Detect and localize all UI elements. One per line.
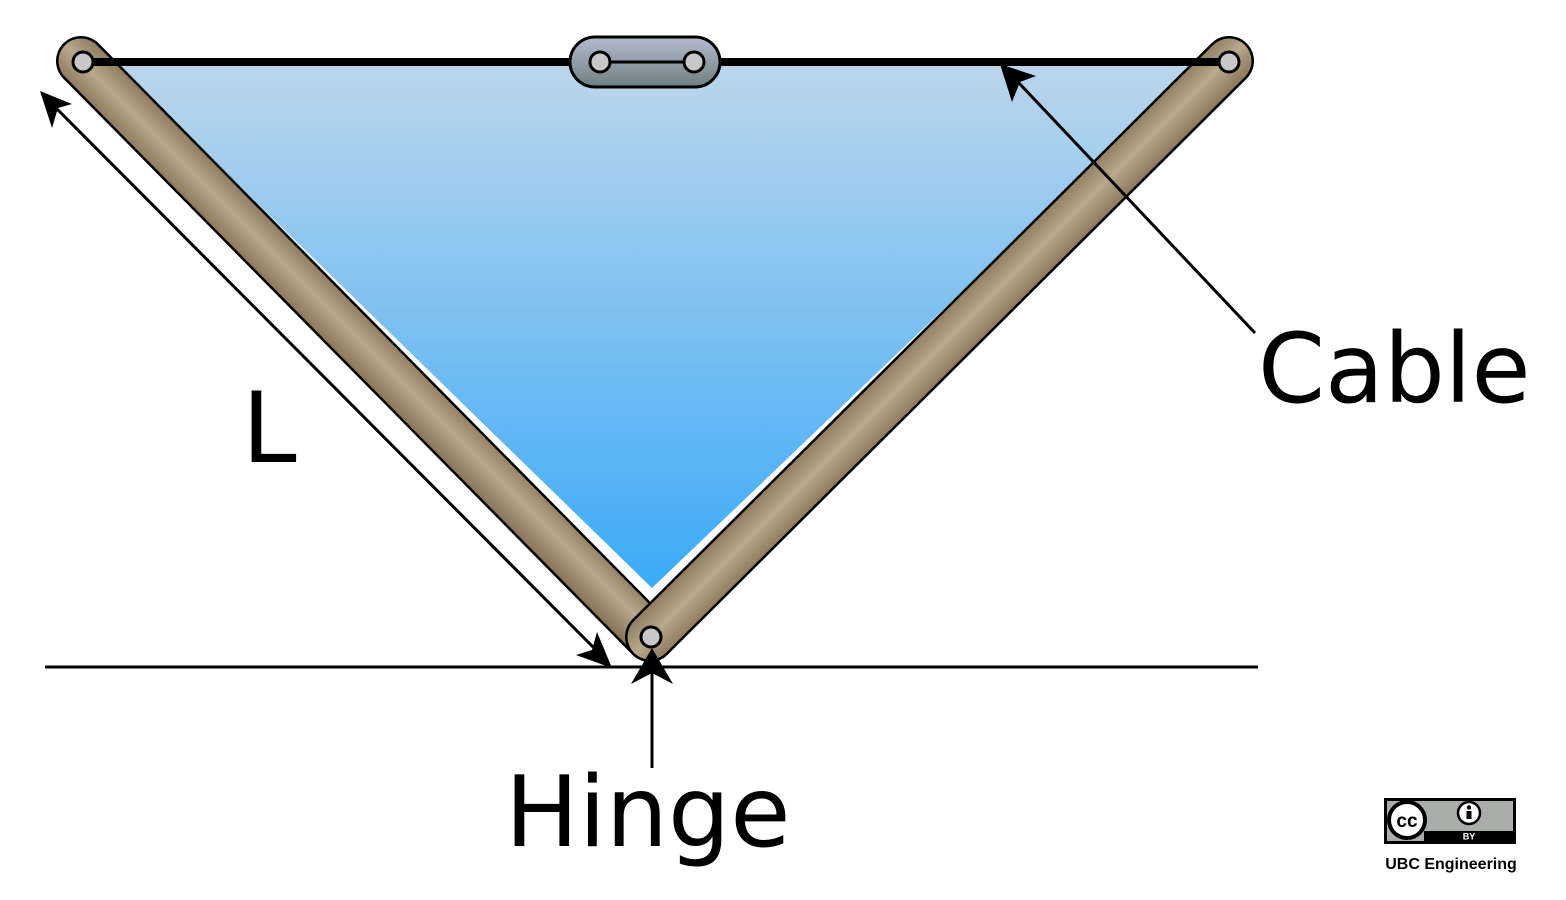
creative-commons-icon: cc xyxy=(1387,800,1427,840)
pin-right-top xyxy=(1217,50,1241,74)
hinge-leader-arrow xyxy=(631,648,673,768)
credit-text: UBC Engineering xyxy=(1385,856,1517,873)
length-dimension-arrow xyxy=(40,91,612,668)
length-label: L xyxy=(242,372,297,486)
hinge-label: Hinge xyxy=(505,756,791,870)
right-beam xyxy=(625,36,1254,662)
cable-label: Cable xyxy=(1258,313,1531,425)
cable-leader-arrow xyxy=(1000,64,1257,335)
cc-mark-text: cc xyxy=(1396,811,1418,832)
by-text: BY xyxy=(1463,832,1476,842)
pin-hinge xyxy=(639,625,663,649)
water-region xyxy=(112,62,1202,588)
pin-buckle-right xyxy=(682,50,706,74)
pin-buckle-left xyxy=(588,50,612,74)
cable-buckle xyxy=(568,35,722,89)
pin-left-top xyxy=(71,50,95,74)
license-badge: cc BY xyxy=(1384,798,1516,844)
attribution-person-icon xyxy=(1456,800,1482,826)
left-beam xyxy=(56,36,675,662)
